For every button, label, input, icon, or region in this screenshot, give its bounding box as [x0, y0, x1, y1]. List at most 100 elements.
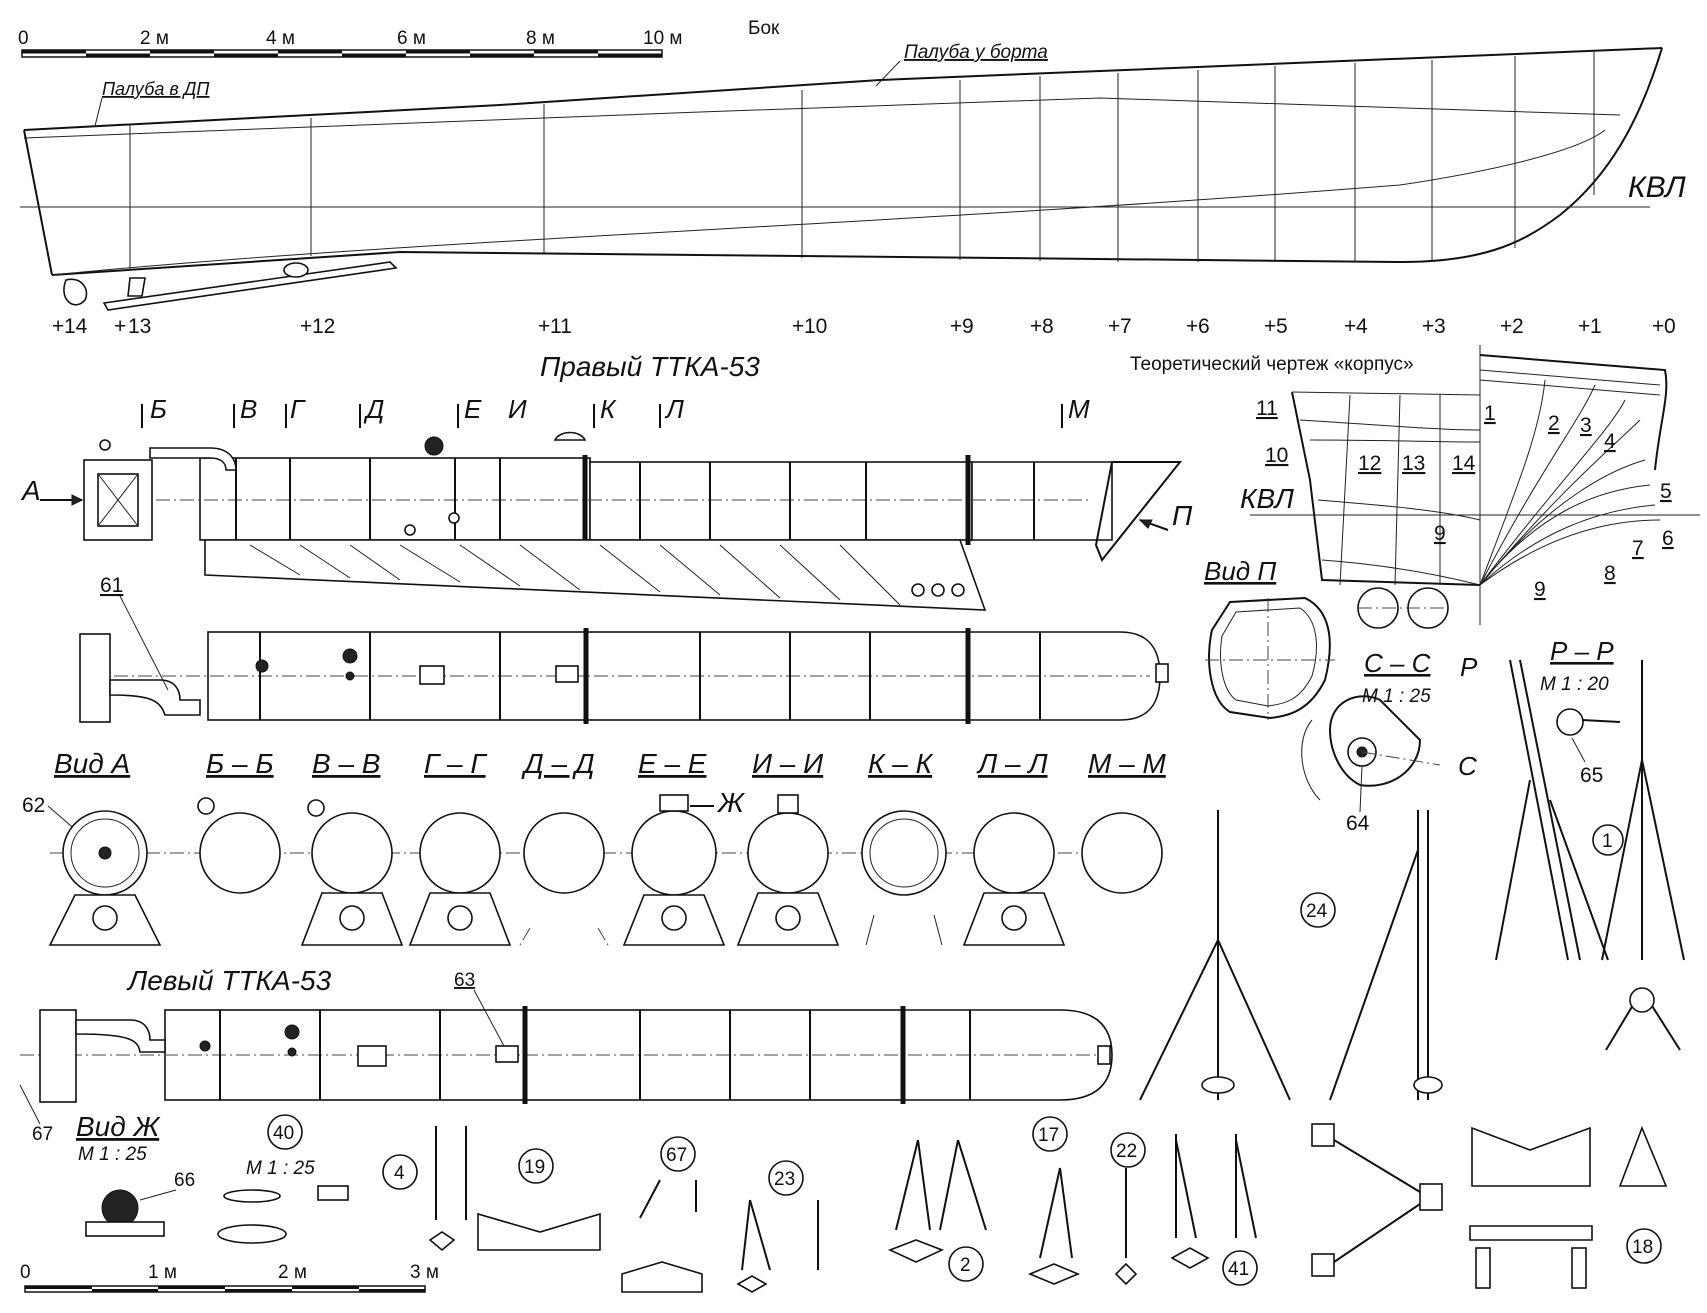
bottom-details: Вид Ж М 1 : 25 66 40 М 1 : 25 0 1 м 2 м …	[20, 1111, 1668, 1293]
view-zh-valve	[101, 1189, 139, 1227]
view-zh-scale: М 1 : 25	[78, 1144, 147, 1165]
frame-label-1: 1	[1590, 315, 1602, 338]
frame-label-10: 10	[804, 315, 827, 338]
frame-label-11: 11	[550, 315, 572, 338]
section-k-circle	[861, 810, 947, 896]
bp-label-5: 5	[1660, 480, 1672, 503]
right-tube-section-marks: Б В Г Д Е И К Л М	[141, 394, 1090, 428]
callout-66: 66	[174, 1170, 195, 1191]
right-tube-rings	[235, 455, 1035, 545]
left-tube: Левый ТТКА-53 63 67	[19, 965, 1113, 1145]
circle-1-label: 1	[1602, 831, 1613, 852]
callout-64: 64	[1346, 812, 1370, 835]
section-m-circle	[1081, 812, 1163, 894]
mark-b: Б	[150, 394, 167, 424]
body-plan-title: Теоретический чертеж «корпус»	[1130, 354, 1414, 375]
circle-24	[1300, 892, 1336, 928]
station-lines	[129, 52, 1595, 270]
circle-23	[768, 1160, 804, 1196]
scale-40: М 1 : 25	[246, 1158, 315, 1179]
circle-4-label: 4	[394, 1163, 405, 1184]
scale-label-4m: 4 м	[266, 28, 295, 49]
deck-at-side-label: Палуба у борта	[904, 42, 1048, 63]
rudder	[63, 278, 88, 306]
bp-label-2: 2	[1548, 412, 1560, 435]
section-m-label: М – М	[1088, 748, 1166, 779]
cradle-19	[477, 1212, 601, 1251]
circle-2-label: 2	[960, 1255, 971, 1276]
body-plan-stern-outline	[1291, 391, 1481, 586]
circle-24-label: 24	[1306, 901, 1328, 922]
circle-2	[948, 1246, 984, 1282]
callout-67-left: 67	[32, 1124, 53, 1145]
bp-label-11: 11	[1256, 397, 1278, 420]
mark-v: В	[240, 394, 257, 424]
callout-62: 62	[22, 794, 45, 817]
right-tube: Правый ТТКА-53 Б В Г Д Е И К Л М	[20, 351, 1193, 611]
frame-label-13: 13	[128, 315, 151, 338]
mark-l: Л	[664, 394, 684, 424]
keel-line	[51, 250, 1401, 276]
right-tube-plan: 61	[79, 574, 1169, 724]
section-i-label: И – И	[752, 748, 824, 779]
arrow-zh-label: Ж	[716, 787, 746, 818]
view-a-title: Вид А	[54, 748, 130, 779]
svg-text:+: +	[1578, 315, 1590, 338]
cc-title: С – С	[1364, 648, 1431, 678]
section-l-label: Л – Л	[976, 748, 1048, 779]
section-d-label: Д – Д	[521, 748, 595, 779]
circle-41-label: 41	[1228, 1259, 1249, 1280]
bp-label-3: 3	[1580, 414, 1592, 437]
davit-mast	[1519, 659, 1581, 961]
deck-at-side-line	[23, 47, 1663, 131]
bp-label-13: 13	[1402, 452, 1425, 475]
body-plan-bow-outline	[1479, 354, 1668, 471]
side-view-title: Бок	[748, 18, 780, 39]
svg-text:+: +	[1500, 315, 1512, 338]
frame-label-4: 4	[1356, 315, 1368, 338]
view-p: Вид П	[1204, 556, 1335, 720]
circle-22-label: 22	[1116, 1141, 1137, 1162]
right-tube-cradle	[204, 539, 987, 611]
bp-label-1: 1	[1484, 402, 1496, 425]
view-zh-title: Вид Ж	[76, 1111, 162, 1142]
bp-label-4: 4	[1604, 430, 1616, 453]
bp-label-9-stern: 9	[1434, 522, 1446, 545]
circle-23-label: 23	[774, 1169, 795, 1190]
p-mark: Р	[1460, 652, 1478, 682]
callout-61: 61	[100, 574, 123, 597]
frame-label-3: 3	[1434, 315, 1446, 338]
section-k-label: К – К	[868, 748, 934, 779]
circle-19-label: 19	[524, 1157, 545, 1178]
transom-line	[23, 129, 53, 276]
right-tube-breech-section	[199, 457, 591, 541]
right-tube-muzzle-section	[971, 461, 1113, 541]
scale-label-8m: 8 м	[526, 28, 555, 49]
circle-1	[1592, 824, 1624, 856]
svg-text:+: +	[300, 315, 312, 338]
cradle-18	[1471, 1126, 1591, 1187]
deck-in-cl-label: Палуба в ДП	[102, 79, 210, 99]
bottom-scale-3m: 3 м	[410, 1262, 439, 1283]
svg-text:+: +	[950, 315, 962, 338]
circle-17	[1032, 1116, 1068, 1152]
bp-label-10: 10	[1265, 444, 1288, 467]
frame-label-14: 14	[64, 315, 88, 338]
circle-41	[1222, 1250, 1258, 1286]
bp-label-7: 7	[1632, 537, 1644, 560]
frame-label-0: 0	[1664, 315, 1676, 338]
frame-label-12: 12	[312, 315, 335, 338]
scale-label-0: 0	[18, 28, 29, 49]
frame-label-9: 9	[962, 315, 974, 338]
frame-numbers: + 14 + 13 + 12 + 11 + 10 + 9 + 8 + 7 + 6…	[52, 315, 1676, 338]
section-b-label: Б – Б	[206, 748, 274, 779]
mark-e: Е	[464, 394, 482, 424]
circle-18	[1626, 1228, 1662, 1264]
section-e-circle	[631, 810, 717, 896]
svg-text:+: +	[1652, 315, 1664, 338]
frame-label: +	[52, 315, 64, 338]
arrow-p-label: П	[1172, 500, 1193, 531]
circle-67	[660, 1136, 696, 1172]
bp-label-6: 6	[1662, 527, 1674, 550]
bottom-scale-0: 0	[20, 1262, 31, 1283]
